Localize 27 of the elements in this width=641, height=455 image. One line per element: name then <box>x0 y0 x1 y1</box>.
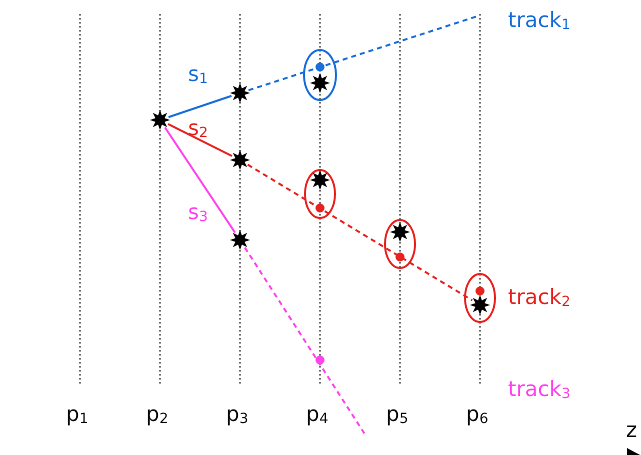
plane-label: p$_{5}$ <box>386 402 408 429</box>
star-hit-marker <box>229 149 251 171</box>
star-hit-marker <box>389 221 411 243</box>
plane-label: p$_{3}$ <box>226 402 248 429</box>
extrapolated-track-line <box>248 15 478 92</box>
plane-label: p$_{4}$ <box>306 402 328 429</box>
axis-label: z <box>626 418 638 442</box>
edge-label: s$_{2}$ <box>188 116 208 143</box>
extrapolated-track-line <box>247 164 473 302</box>
track-label: track$_{1}$ <box>508 8 570 35</box>
track-segment-line <box>168 94 232 118</box>
track-segment-line <box>164 126 236 234</box>
track-label: track$_{2}$ <box>508 285 570 312</box>
star-hit-marker <box>149 109 171 131</box>
track-segment-line <box>168 123 232 157</box>
star-hit-marker <box>309 169 331 191</box>
star-hit-marker <box>229 82 251 104</box>
star-hit-marker <box>469 294 491 316</box>
star-hit-marker <box>309 72 331 94</box>
plane-label: p$_{1}$ <box>66 402 88 429</box>
star-hit-marker <box>229 229 251 251</box>
plane-label: p$_{2}$ <box>146 402 168 429</box>
track-label: track$_{3}$ <box>508 377 570 404</box>
edge-label: s$_{1}$ <box>188 62 208 89</box>
extrapolated-track-line <box>244 247 367 437</box>
plane-label: p$_{6}$ <box>466 402 488 429</box>
edge-label: s$_{3}$ <box>188 200 208 227</box>
